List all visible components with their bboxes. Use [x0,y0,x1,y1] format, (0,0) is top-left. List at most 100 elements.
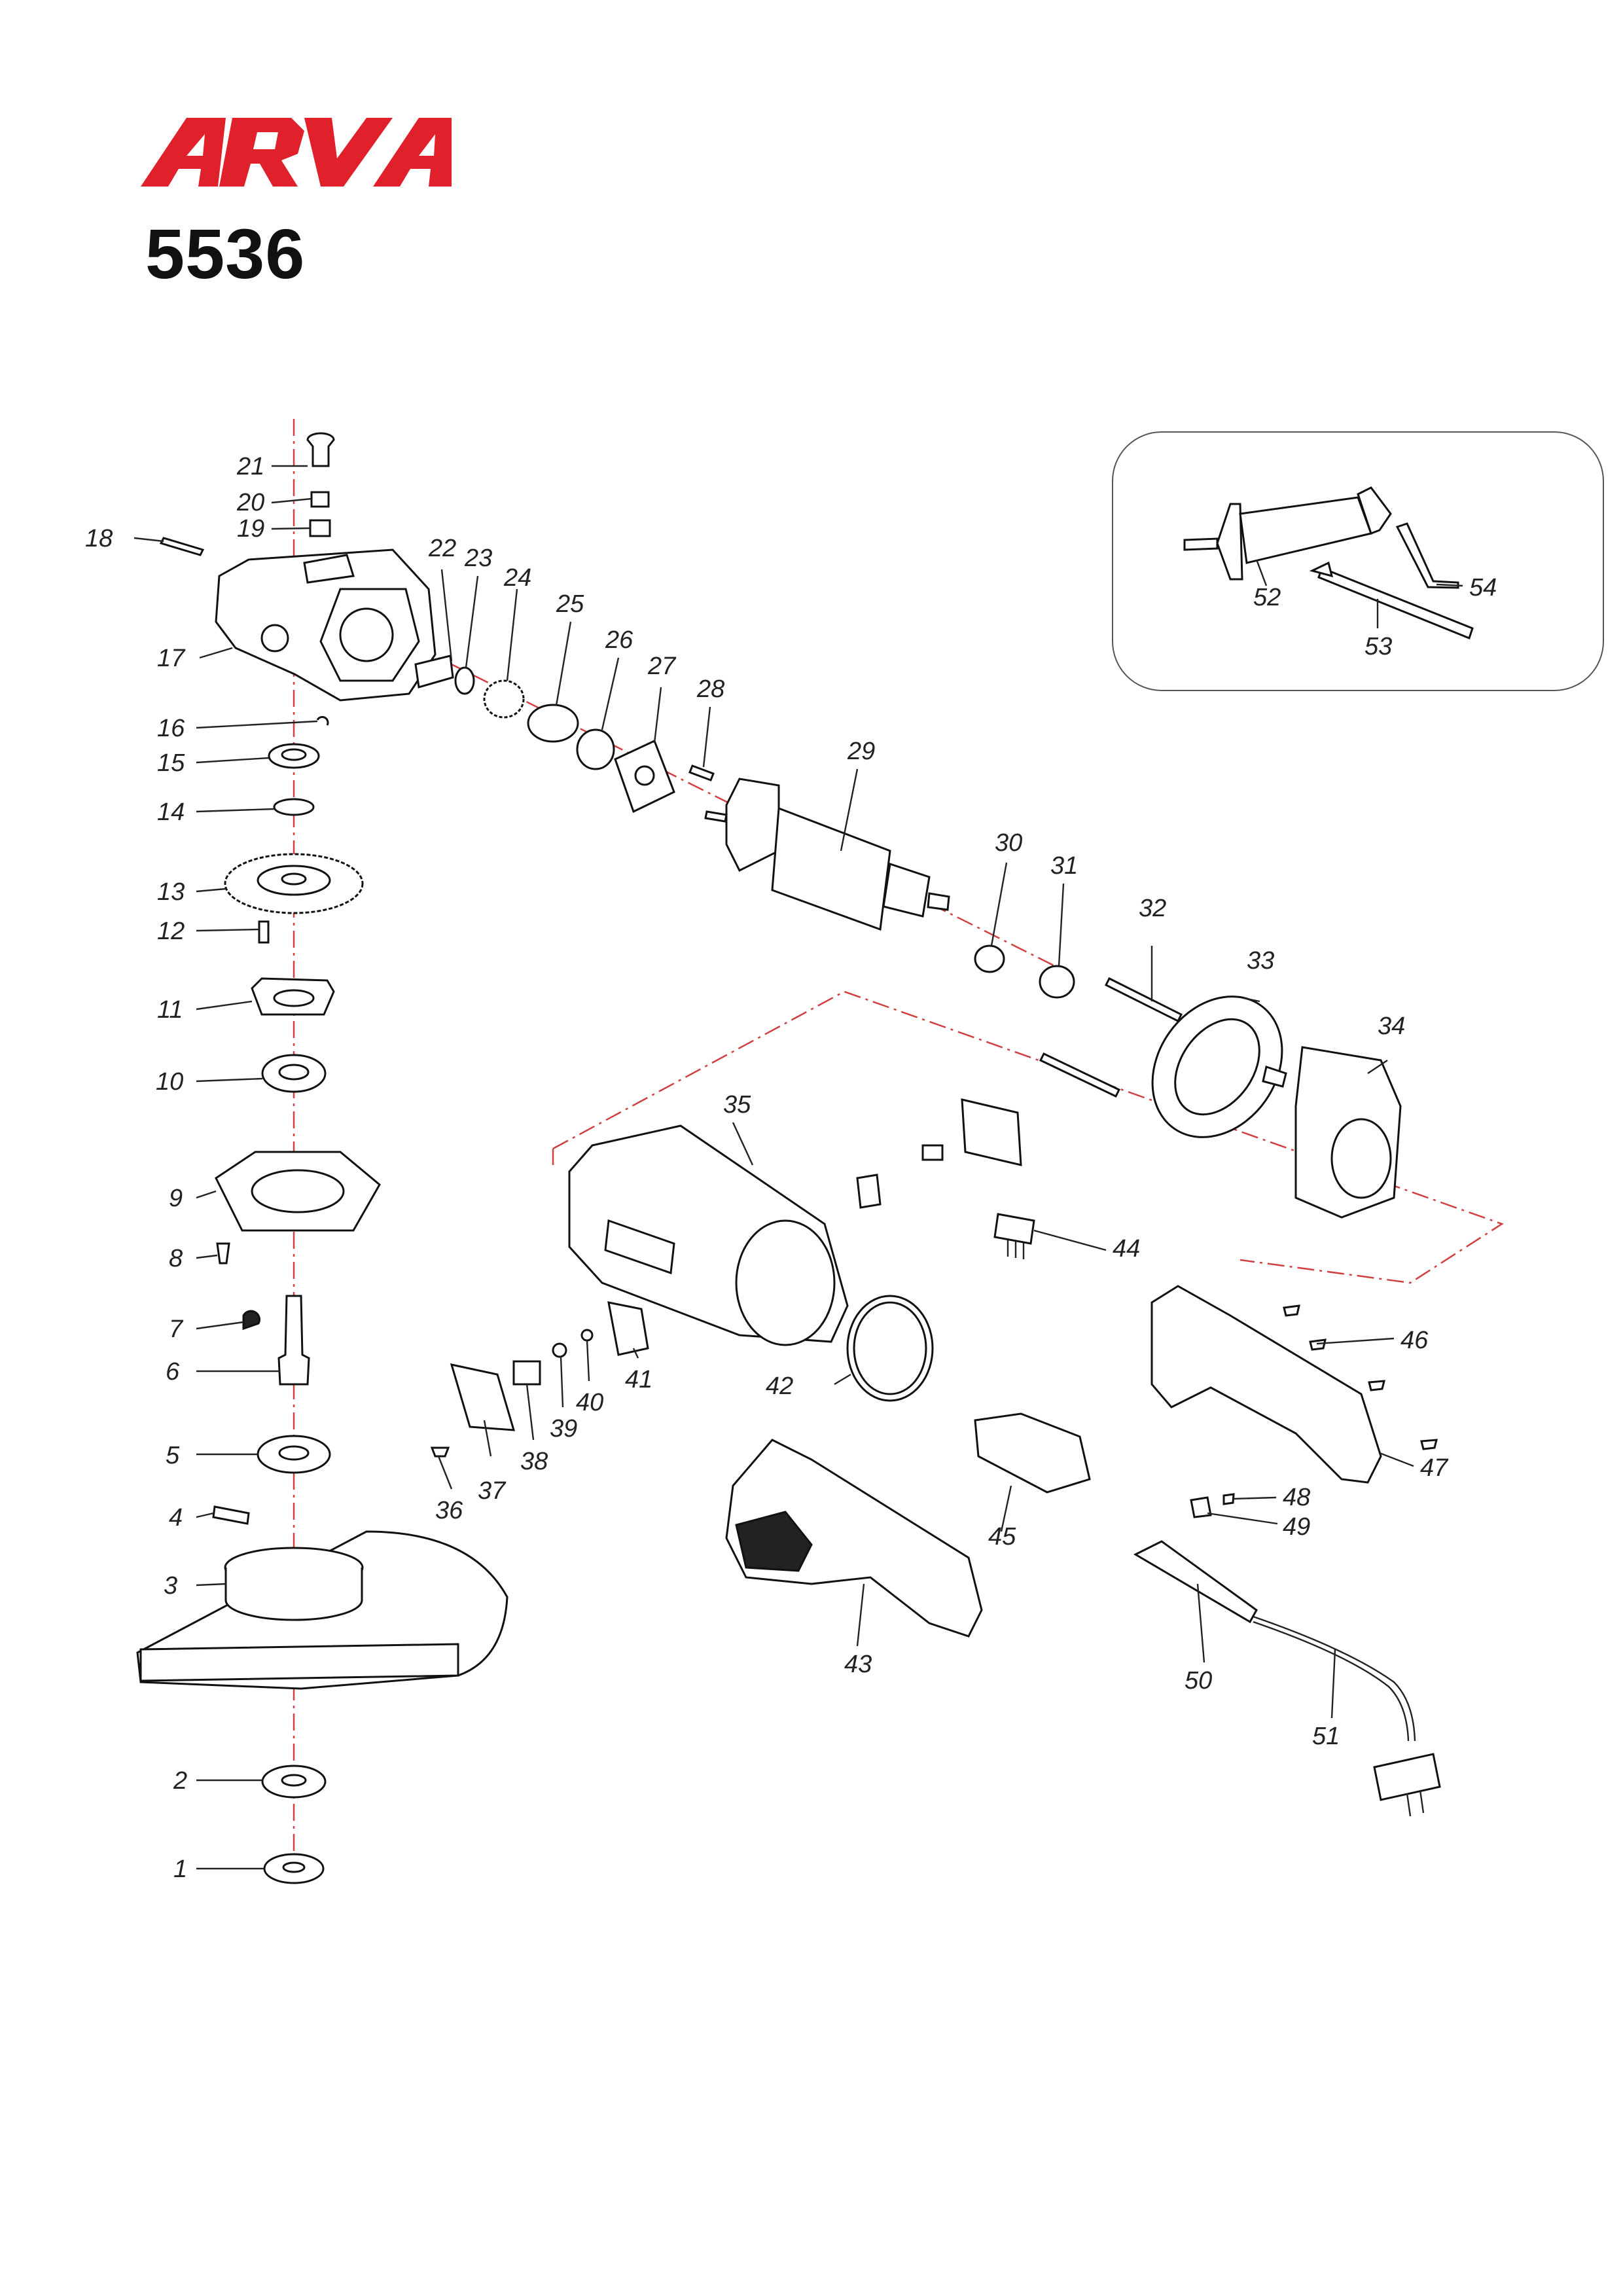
part-label-1: 1 [173,1856,187,1883]
part-label-50: 50 [1185,1667,1212,1695]
part-label-14: 14 [157,798,185,826]
ring-14 [273,798,315,816]
bearing-31 [1039,965,1075,999]
rear-handle [725,1439,983,1638]
part-label-35: 35 [723,1091,751,1119]
screw-12 [258,920,270,944]
part-label-32: 32 [1139,895,1166,922]
wheel-guard [136,1530,508,1690]
through-bolt-upper [1104,977,1183,1023]
part-label-45: 45 [988,1523,1016,1551]
o-ring-25 [527,704,579,743]
armature [704,778,950,931]
part-label-52: 52 [1253,584,1281,611]
housing-group-outline [552,990,1504,1284]
part-label-47: 47 [1420,1454,1449,1482]
switch-bracket [961,1098,1022,1166]
pin-wrench [1317,567,1474,639]
screw-18 [159,537,205,556]
part-label-15: 15 [157,749,185,777]
part-label-29: 29 [847,738,875,765]
part-label-37: 37 [478,1477,507,1505]
screw-28 [688,764,715,781]
part-label-26: 26 [605,626,633,654]
part-label-10: 10 [156,1068,183,1096]
retaining-clip [316,716,329,726]
part-label-49: 49 [1283,1513,1310,1541]
part-label-54: 54 [1469,574,1497,601]
leader-lines [134,465,1463,1870]
part-label-24: 24 [503,564,531,592]
part-label-23: 23 [464,545,492,572]
gear-housing [215,548,437,702]
part-label-33: 33 [1247,947,1274,975]
spring-20 [310,491,330,508]
screw-46a [1283,1304,1300,1317]
bearing-26 [576,728,615,770]
part-label-39: 39 [550,1415,577,1443]
part-label-53: 53 [1364,633,1392,660]
screw-46c [1368,1380,1385,1391]
part-label-42: 42 [766,1372,793,1400]
part-label-22: 22 [428,535,456,562]
screw-4 [212,1505,250,1525]
part-label-46: 46 [1400,1327,1429,1354]
fan-baffle [1151,996,1287,1138]
part-label-6: 6 [166,1358,180,1386]
power-cord [1253,1615,1416,1742]
part-label-2: 2 [173,1767,187,1795]
part-label-18: 18 [85,525,113,552]
knob-21 [306,432,335,467]
screw-40 [580,1329,594,1342]
seal-22 [414,655,454,689]
part-label-9: 9 [169,1185,183,1212]
part-label-40: 40 [576,1389,603,1416]
part-label-16: 16 [157,715,185,742]
part-label-34: 34 [1378,1013,1405,1040]
cable-clamp [1190,1496,1212,1518]
part-label-28: 28 [696,675,724,703]
arva-logo [141,118,452,187]
accessory-box [1112,431,1604,691]
part-label-5: 5 [166,1442,180,1469]
brush-holder [607,1301,649,1356]
screw-48 [1222,1493,1235,1505]
part-label-31: 31 [1050,852,1078,880]
screw-8 [216,1242,230,1265]
part-label-11: 11 [157,996,183,1024]
stator [1294,1046,1402,1219]
nut-23 [454,666,475,695]
top-handle [1150,1285,1382,1484]
through-bolt-lower [1039,1052,1121,1098]
switch [974,1412,1091,1494]
woodruff-key [242,1310,260,1331]
part-label-25: 25 [556,590,584,618]
cable-sleeve [1133,1540,1258,1624]
part-label-8: 8 [169,1245,183,1272]
part-label-13: 13 [157,878,185,906]
bushing-19 [309,519,331,537]
part-label-36: 36 [435,1497,463,1524]
part-label-4: 4 [169,1504,183,1532]
part-label-7: 7 [169,1316,184,1343]
part-label-30: 30 [995,829,1022,857]
capacitor [993,1213,1035,1245]
part-label-21: 21 [236,453,264,480]
screw-46b [1309,1338,1327,1351]
side-handle [1183,486,1392,581]
part-label-17: 17 [157,645,186,672]
spring-39 [552,1342,567,1358]
part-label-19: 19 [237,515,264,543]
part-label-44: 44 [1113,1235,1140,1263]
bearing-30 [974,944,1005,973]
part-label-27: 27 [647,653,677,680]
pinion-gear [483,679,525,719]
part-label-3: 3 [164,1572,177,1600]
part-label-20: 20 [236,489,264,516]
part-label-43: 43 [844,1651,872,1678]
part-label-51: 51 [1312,1723,1340,1750]
motor-housing [568,1124,849,1346]
screw-46d [1420,1439,1438,1450]
hex-key [1395,522,1459,589]
